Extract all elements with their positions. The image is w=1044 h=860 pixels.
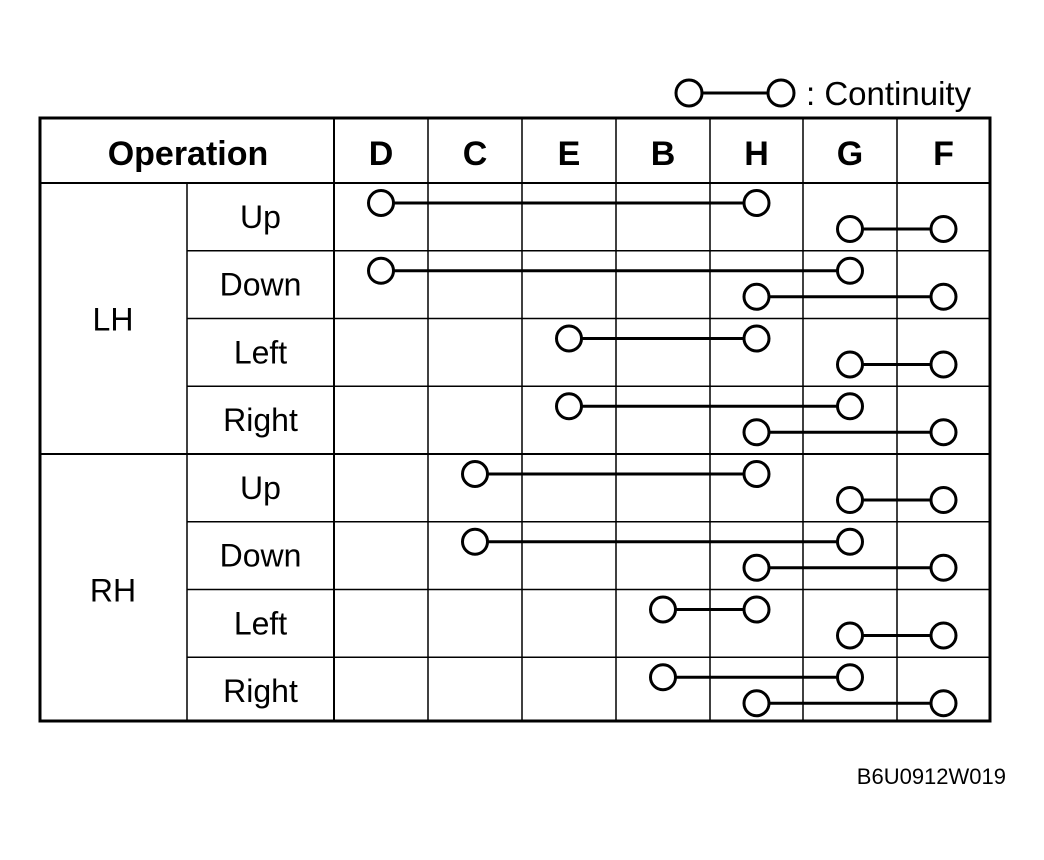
row-label-lh-up: Up bbox=[240, 199, 281, 235]
continuity-link-g-f bbox=[836, 621, 958, 650]
continuity-link-h-f bbox=[742, 553, 958, 582]
terminal-circle-icon bbox=[742, 689, 771, 718]
terminal-circle-icon bbox=[929, 689, 958, 718]
terminal-circle-icon bbox=[836, 256, 864, 285]
terminal-circle-icon bbox=[367, 256, 395, 285]
terminal-circle-icon bbox=[742, 324, 771, 353]
terminal-circle-icon bbox=[929, 282, 958, 311]
terminal-circle-icon bbox=[555, 392, 583, 421]
terminal-circle-icon bbox=[649, 663, 677, 692]
terminal-circle-icon bbox=[649, 595, 677, 624]
legend: : Continuity bbox=[674, 75, 972, 112]
terminal-circle-icon bbox=[929, 621, 958, 650]
continuity-link-c-h bbox=[461, 460, 771, 488]
continuity-link-d-g bbox=[367, 256, 864, 285]
terminal-circle-icon bbox=[929, 215, 958, 243]
continuity-link-h-f bbox=[742, 689, 958, 718]
terminal-circle-icon bbox=[367, 189, 395, 217]
table-grid bbox=[38, 116, 992, 723]
terminal-circle-icon bbox=[836, 215, 864, 243]
terminal-circle-icon bbox=[742, 595, 771, 624]
continuity-link-h-f bbox=[742, 282, 958, 311]
row-label-rh-up: Up bbox=[240, 470, 281, 506]
terminal-circle-icon bbox=[836, 621, 864, 650]
terminal-header-c: C bbox=[463, 135, 488, 173]
terminal-header-d: D bbox=[369, 135, 394, 173]
terminal-header-e: E bbox=[558, 135, 581, 173]
terminal-circle-icon bbox=[929, 486, 958, 514]
continuity-link-c-g bbox=[461, 527, 864, 556]
continuity-link-h-f bbox=[742, 418, 958, 447]
figure-code: B6U0912W019 bbox=[857, 764, 1006, 789]
terminal-circle-icon bbox=[929, 350, 958, 379]
table-border bbox=[38, 116, 992, 723]
legend-terminal-icon bbox=[766, 78, 796, 108]
terminal-circle-icon bbox=[742, 418, 771, 447]
operation-header: Operation bbox=[108, 135, 269, 173]
continuity-link-g-f bbox=[836, 486, 958, 514]
row-label-lh-down: Down bbox=[220, 267, 302, 303]
terminal-header-b: B bbox=[651, 135, 676, 173]
continuity-link-g-f bbox=[836, 350, 958, 379]
terminal-circle-icon bbox=[742, 189, 771, 217]
terminal-circle-icon bbox=[836, 392, 864, 421]
terminal-header-g: G bbox=[837, 135, 863, 173]
row-label-rh-down: Down bbox=[220, 538, 302, 574]
terminal-circle-icon bbox=[555, 324, 583, 353]
terminal-circle-icon bbox=[929, 418, 958, 447]
terminal-header-f: F bbox=[933, 135, 954, 173]
terminal-header-h: H bbox=[744, 135, 769, 173]
terminal-circle-icon bbox=[742, 553, 771, 582]
row-label-lh-left: Left bbox=[234, 334, 287, 370]
continuity-link-d-h bbox=[367, 189, 771, 217]
continuity-link-e-h bbox=[555, 324, 771, 353]
row-label-rh-left: Left bbox=[234, 605, 287, 641]
terminal-circle-icon bbox=[836, 527, 864, 556]
terminal-circle-icon bbox=[836, 663, 864, 692]
terminal-circle-icon bbox=[836, 350, 864, 379]
continuity-connections bbox=[367, 189, 958, 718]
legend-label: : Continuity bbox=[806, 75, 972, 112]
terminal-circle-icon bbox=[929, 553, 958, 582]
terminal-circle-icon bbox=[836, 486, 864, 514]
terminal-circle-icon bbox=[742, 282, 771, 311]
continuity-link-g-f bbox=[836, 215, 958, 243]
row-label-rh-right: Right bbox=[223, 673, 298, 709]
continuity-link-e-g bbox=[555, 392, 864, 421]
row-label-lh-right: Right bbox=[223, 402, 298, 438]
continuity-link-b-g bbox=[649, 663, 864, 692]
terminal-circle-icon bbox=[742, 460, 771, 488]
table-header: Operation D C E B H G F bbox=[108, 135, 954, 173]
legend-terminal-icon bbox=[674, 78, 704, 108]
group-label-lh: LH bbox=[93, 302, 134, 338]
terminal-circle-icon bbox=[461, 527, 489, 556]
group-label-rh: RH bbox=[90, 573, 136, 609]
continuity-link-b-h bbox=[649, 595, 771, 624]
terminal-circle-icon bbox=[461, 460, 489, 488]
